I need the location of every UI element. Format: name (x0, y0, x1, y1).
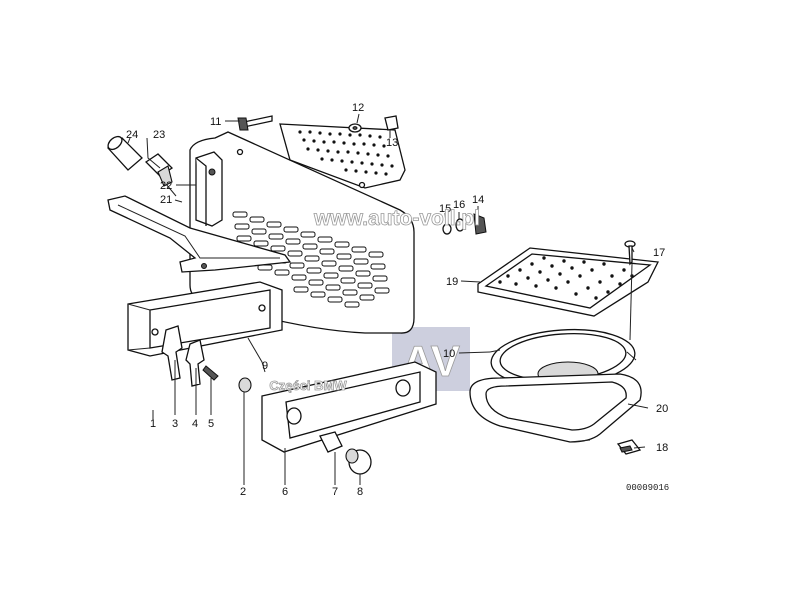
callout-8: 8 (357, 486, 363, 498)
callout-numbers: 1 2 3 4 5 6 7 8 9 10 11 12 13 14 15 16 1… (126, 102, 668, 498)
nuts-washers (348, 115, 487, 235)
callout-7: 7 (332, 486, 338, 498)
callout-18: 18 (656, 442, 668, 454)
grille-housing-panel (189, 123, 415, 334)
facia-trim-panel (238, 361, 437, 475)
speaker-grille (477, 247, 659, 317)
radio-frame-housing (127, 281, 283, 357)
screw-parts (107, 115, 273, 197)
callout-13: 13 (386, 137, 398, 149)
callout-15: 15 (439, 203, 451, 215)
watermark-caption: Części BMW (269, 378, 347, 393)
callout-9: 9 (262, 360, 268, 372)
callout-20: 20 (656, 403, 668, 415)
loudspeaker (489, 328, 637, 388)
retaining-clips (161, 325, 219, 387)
support-rail (107, 195, 292, 273)
callout-21: 21 (160, 194, 172, 206)
speaker-gasket-ring (469, 373, 642, 443)
callout-3: 3 (172, 418, 178, 430)
callout-10: 10 (443, 348, 455, 360)
callout-2: 2 (240, 486, 246, 498)
callout-22: 22 (160, 180, 172, 192)
callout-5: 5 (208, 418, 214, 430)
callout-6: 6 (282, 486, 288, 498)
callout-14: 14 (472, 194, 484, 206)
callout-16: 16 (453, 199, 465, 211)
callout-17: 17 (653, 247, 665, 259)
callout-19: 19 (446, 276, 458, 288)
drawing-number: 00009016 (626, 483, 669, 493)
callout-1: 1 (150, 418, 156, 430)
watermark-url: www.auto-voll.pl (313, 207, 480, 230)
callout-23: 23 (153, 129, 165, 141)
speaker-screw (624, 240, 636, 266)
callout-11: 11 (210, 116, 221, 128)
callout-24: 24 (126, 129, 138, 141)
speaker-clip (616, 439, 642, 455)
callout-12: 12 (352, 102, 364, 114)
mounting-bracket (195, 151, 223, 227)
leader-lines (127, 113, 649, 485)
callout-4: 4 (192, 418, 198, 430)
svg-text:AV: AV (402, 337, 461, 386)
